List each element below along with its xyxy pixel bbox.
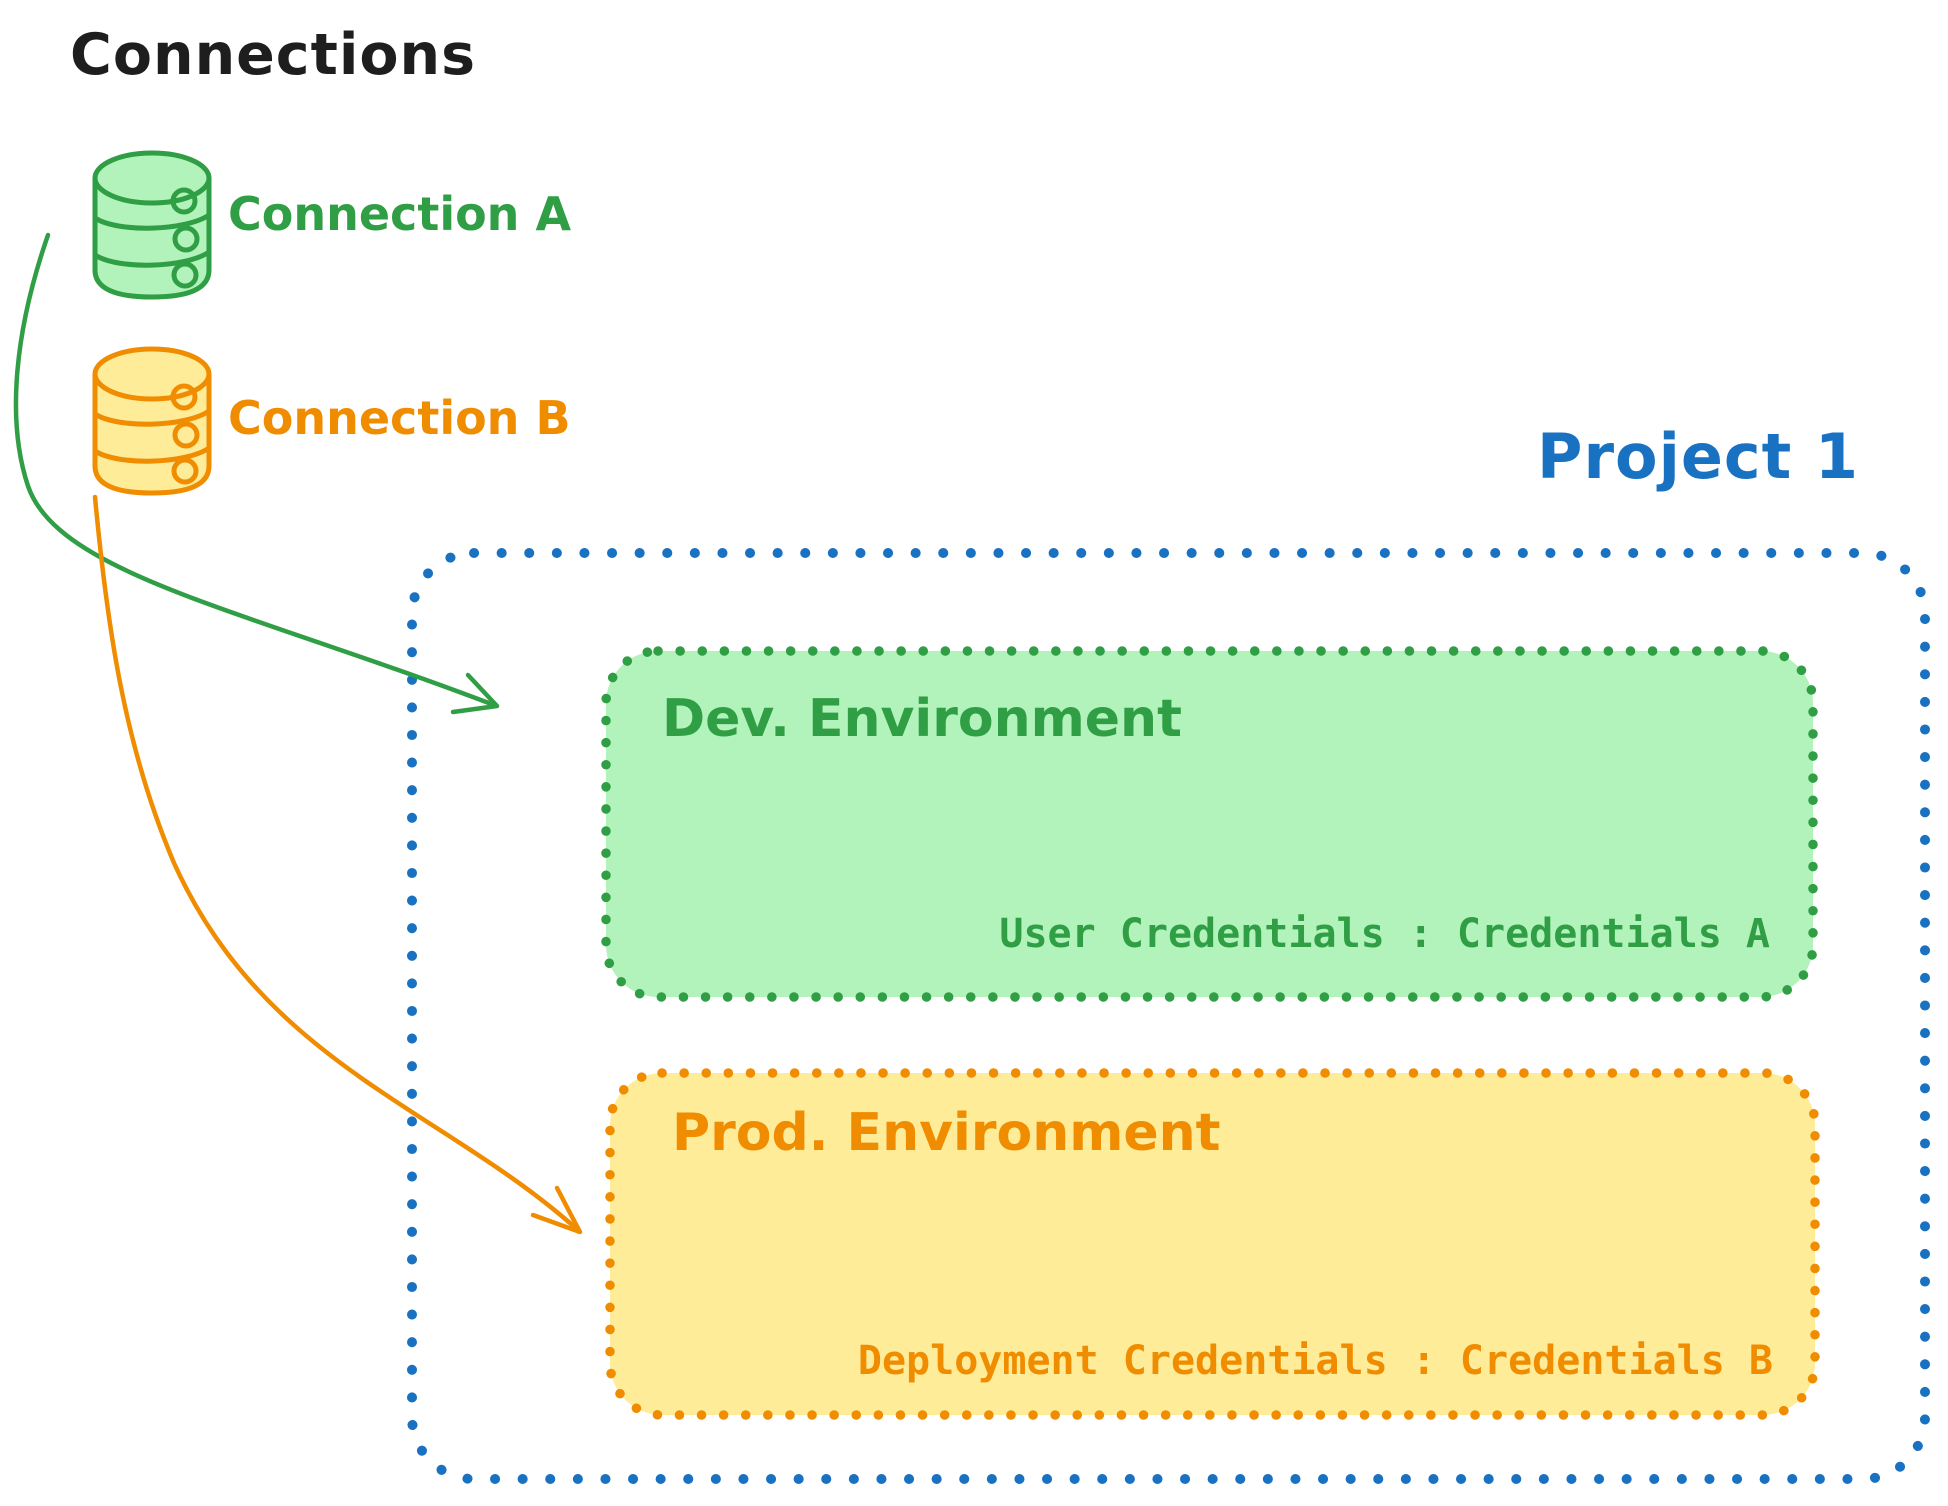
page-title: Connections	[70, 22, 477, 88]
prod-environment-label: Prod. Environment	[672, 1103, 1221, 1163]
dev-environment-credentials: User Credentials : Credentials A	[999, 911, 1770, 957]
prod-environment-credentials: Deployment Credentials : Credentials B	[857, 1338, 1773, 1384]
database-icon-connection-b	[92, 346, 212, 496]
database-icon-connection-a	[92, 150, 212, 300]
connection-b-label: Connection B	[228, 391, 571, 445]
connection-a-label: Connection A	[228, 187, 572, 241]
dev-environment-label: Dev. Environment	[662, 689, 1182, 749]
project-1-container-box	[407, 548, 1930, 1484]
project-1-title: Project 1	[1537, 420, 1860, 493]
dev-environment-box	[601, 646, 1818, 1002]
prod-environment-box	[605, 1068, 1820, 1420]
arrow-connection-b-to-prod	[92, 494, 583, 1235]
arrow-connection-a-to-dev	[13, 232, 500, 715]
